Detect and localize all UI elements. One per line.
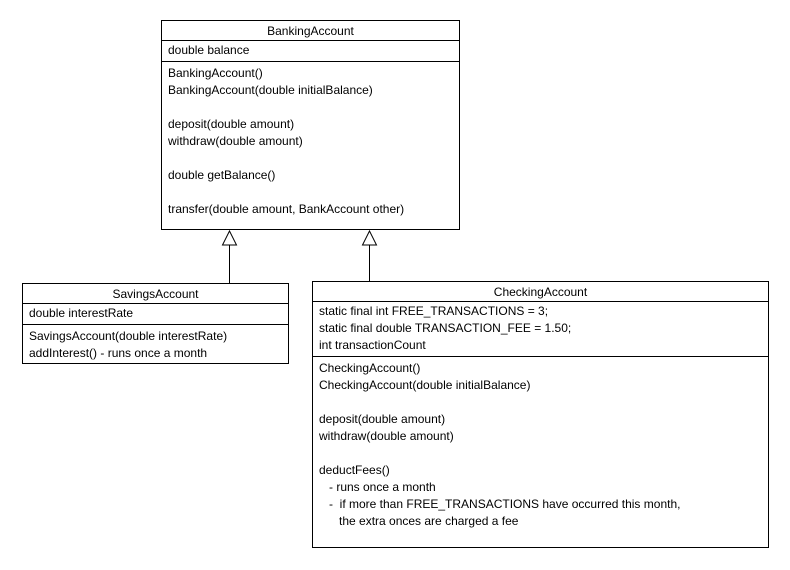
method-line [168,184,453,201]
class-methods-savingsaccount: SavingsAccount(double interestRate) addIn… [23,325,288,365]
class-box-bankingaccount: BankingAccount double balance BankingAcc… [161,20,460,230]
inheritance-arrow-savings-to-banking [221,230,238,284]
inheritance-triangle-icon [221,230,238,246]
field-line: static final int FREE_TRANSACTIONS = 3; [319,304,549,318]
class-box-savingsaccount: SavingsAccount double interestRate Savin… [22,283,289,364]
method-line: CheckingAccount(double initialBalance) [319,378,531,392]
class-fields-checkingaccount: static final int FREE_TRANSACTIONS = 3; s… [313,302,768,357]
method-line: SavingsAccount(double interestRate) [29,329,228,343]
class-title-checkingaccount: CheckingAccount [313,282,768,302]
method-line [319,394,762,411]
class-methods-bankingaccount: BankingAccount() BankingAccount(double in… [162,62,459,221]
field-line: double balance [168,43,250,57]
class-methods-checkingaccount: CheckingAccount() CheckingAccount(double … [313,357,768,533]
field-line: static final double TRANSACTION_FEE = 1.… [319,321,572,335]
method-line: withdraw(double amount) [168,134,303,148]
method-line: - if more than FREE_TRANSACTIONS have oc… [319,497,681,511]
method-line: deposit(double amount) [319,412,446,426]
method-line: BankingAccount() [168,66,263,80]
method-line: deposit(double amount) [168,117,295,131]
method-line [168,150,453,167]
method-line: deductFees() [319,463,390,477]
class-title-bankingaccount: BankingAccount [162,21,459,41]
method-line: withdraw(double amount) [319,429,454,443]
method-line: addInterest() - runs once a month [29,346,208,360]
method-line [319,445,762,462]
class-title-savingsaccount: SavingsAccount [23,284,288,304]
class-fields-savingsaccount: double interestRate [23,304,288,325]
class-box-checkingaccount: CheckingAccount static final int FREE_TR… [312,281,769,548]
method-line: double getBalance() [168,168,276,182]
method-line: transfer(double amount, BankAccount othe… [168,202,405,216]
method-line [168,99,453,116]
method-line: CheckingAccount() [319,361,421,375]
inheritance-arrow-checking-to-banking [361,230,378,282]
method-line: BankingAccount(double initialBalance) [168,83,373,97]
method-line: the extra onces are charged a fee [319,514,519,528]
class-fields-bankingaccount: double balance [162,41,459,62]
inheritance-triangle-icon [361,230,378,246]
field-line: int transactionCount [319,338,426,352]
method-line: - runs once a month [319,480,436,494]
field-line: double interestRate [29,306,134,320]
